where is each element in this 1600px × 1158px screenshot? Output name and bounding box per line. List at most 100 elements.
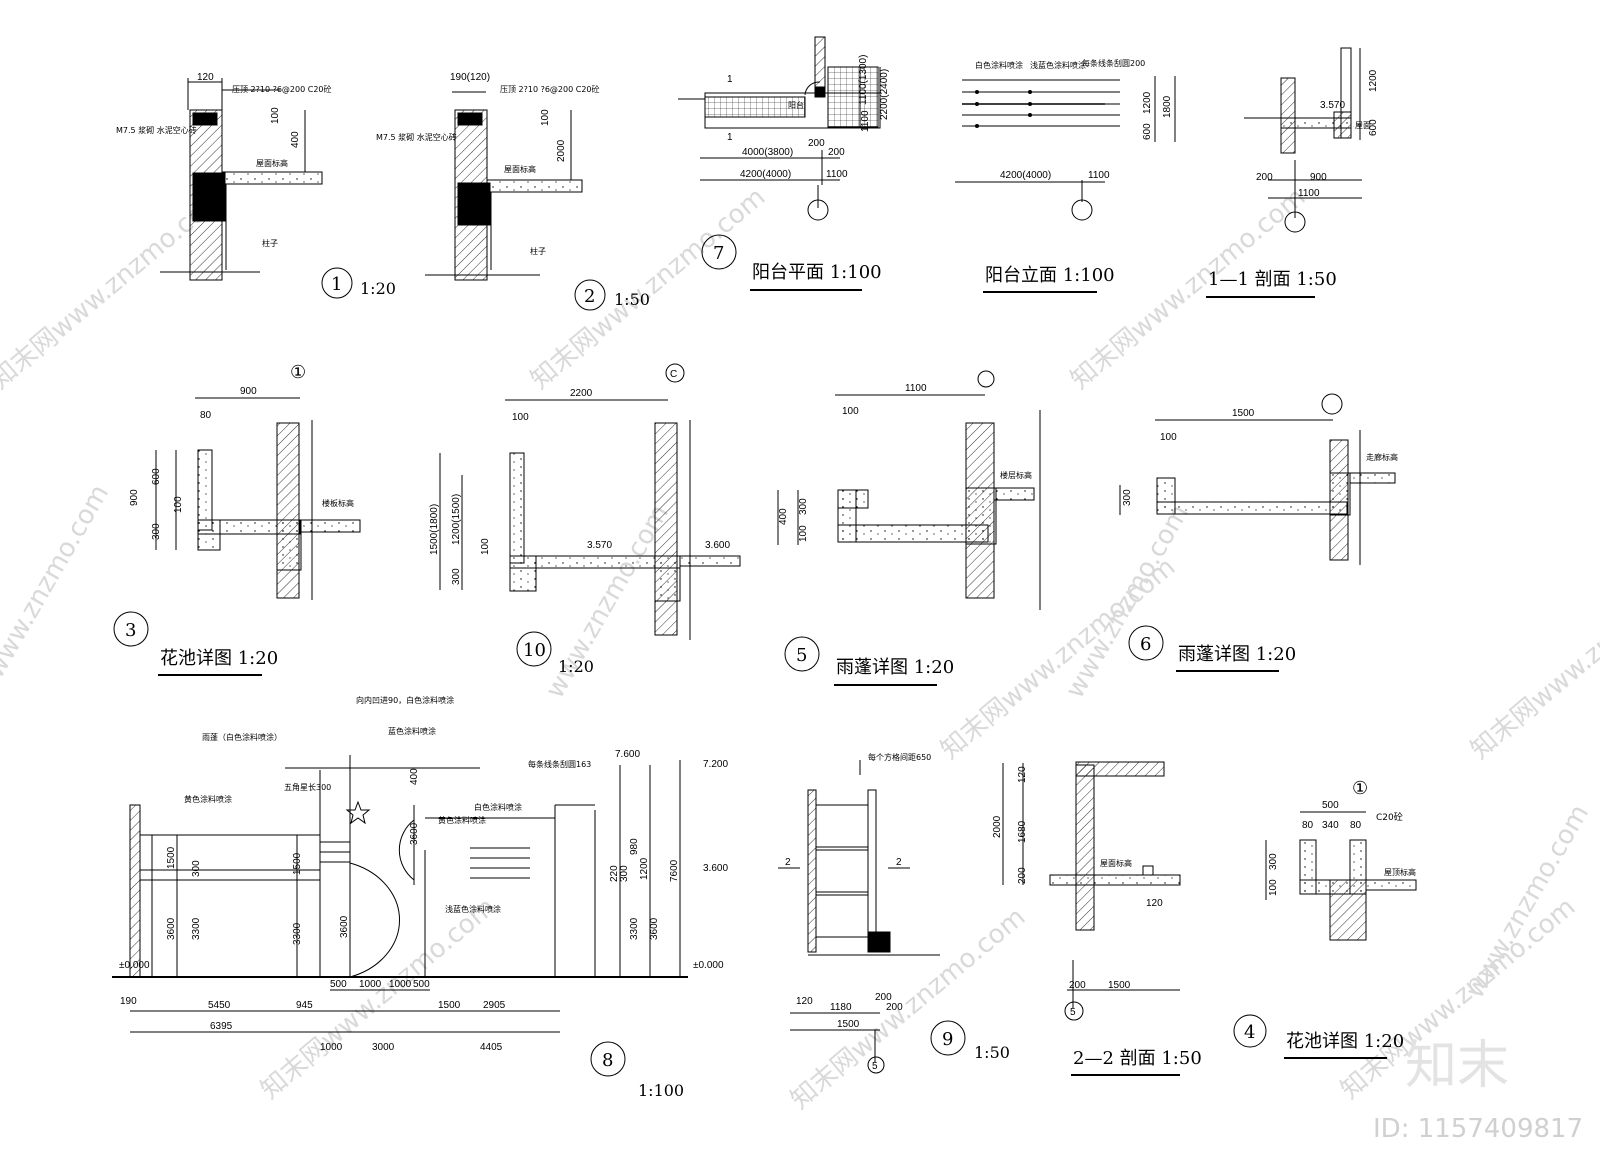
dim-label: 400 (778, 508, 789, 525)
dim-label: 4200(4000) (1000, 170, 1051, 181)
roof-level-label: 屋面标高 (1100, 858, 1132, 868)
watermark: 知末网www.znzmo.com (1465, 552, 1600, 765)
detail-number: 7 (713, 243, 724, 264)
dim-label: 100 (842, 406, 859, 417)
dim-label: 1200 (1142, 91, 1153, 114)
elevation-label: 3.600 (703, 863, 728, 874)
dim-label: 1200(1500) (451, 494, 462, 545)
note-label: M7.5 浆砌 水泥空心砖 (116, 125, 197, 135)
detail-number: 9 (942, 1029, 953, 1050)
detail-8-elevation (112, 755, 688, 1033)
dim-label: 190 (120, 996, 137, 1007)
note-label: 五角星长300 (284, 782, 331, 792)
dim-label: 1200 (1368, 69, 1379, 92)
note-label: 压顶 2?10 ?6@200 C20砼 (232, 84, 332, 94)
dim-label: 1500 (1108, 980, 1131, 991)
detail-number-circle (113, 611, 149, 647)
watermark: www.znzmo.com (1460, 800, 1595, 1004)
detail-number-circle (1233, 1014, 1267, 1048)
elevation-label: 3.600 (705, 540, 730, 551)
dim-label: 600 (1368, 119, 1379, 136)
dim-label: 1500 (837, 1019, 860, 1030)
dim-label: 900 (240, 386, 257, 397)
column-label: 柱子 (530, 246, 546, 256)
dim-label: 3300 (629, 917, 640, 940)
axis-bubble (977, 370, 995, 388)
note-label: 白色涂料喷涂 (474, 802, 522, 812)
dim-label: 200 (1256, 172, 1273, 183)
dim-label: 500 (1322, 800, 1339, 811)
note-label: 黄色涂料喷涂 (184, 794, 232, 804)
dim-label: 1500(1800) (429, 504, 440, 555)
dim-label: 1000 (320, 1042, 343, 1053)
dim-label: 1180 (830, 1002, 852, 1013)
corridor-level-label: 走廊标高 (1366, 452, 1398, 462)
detail-3 (155, 397, 361, 600)
dim-label: 220 (609, 865, 620, 882)
note-label: 白色涂料喷涂 (975, 60, 1023, 70)
dim-label: 340 (1322, 820, 1339, 831)
dim-label: 4000(3800) (742, 147, 793, 158)
axis-bubble (1284, 211, 1306, 233)
elevation-label: 3.570 (587, 540, 612, 551)
section-mark: 2 (785, 857, 791, 868)
dim-label: 100 (270, 107, 281, 124)
dim-label: 1800 (1162, 95, 1173, 118)
dim-label: 500 (413, 979, 430, 990)
detail-4 (1265, 811, 1417, 941)
section-mark: 1 (727, 74, 733, 85)
detail-title: 2—2 剖面 1:50 (1073, 1048, 1202, 1069)
dim-label: 1100 (905, 383, 927, 394)
dim-label: 1100(1300) (858, 55, 869, 105)
dim-label: 4405 (480, 1042, 503, 1053)
reference-number: 5 (1070, 1007, 1076, 1018)
axis-bubble (1071, 199, 1093, 221)
detail-number: 2 (584, 286, 595, 307)
note-label: 蓝色涂料喷涂 (388, 726, 436, 736)
axis-bubble (1321, 393, 1343, 415)
dim-label: 900 (1310, 172, 1327, 183)
balcony-label: 阳台 (788, 100, 804, 110)
watermark: www.znzmo.com (0, 480, 115, 684)
dim-label: 100 (1268, 879, 1279, 896)
section-2-2 (1002, 761, 1181, 1008)
dim-label: 2000 (992, 815, 1003, 838)
dim-label: 300 (151, 523, 162, 540)
elevation-label: ±0.000 (119, 960, 150, 971)
detail-number-circle (701, 234, 737, 270)
detail-scale: 1:50 (974, 1043, 1010, 1062)
detail-1 (160, 78, 323, 281)
dim-label: 120 (1146, 898, 1163, 909)
axis-label: C (670, 369, 677, 380)
detail-2 (425, 91, 583, 281)
dim-label: 1100 (1088, 170, 1110, 181)
elevation-label: ±0.000 (693, 960, 724, 971)
detail-title: 花池详图 1:20 (160, 648, 278, 669)
detail-number: 10 (523, 640, 546, 661)
detail-number-circle (321, 267, 353, 299)
dim-label: 80 (1350, 820, 1362, 831)
dim-label: 300 (1268, 853, 1279, 870)
detail-7-balcony-plan (678, 36, 881, 208)
elevation-label: 7.200 (703, 759, 728, 770)
column-label: 柱子 (262, 238, 278, 248)
roof-level-label: 屋顶标高 (1384, 867, 1416, 877)
dim-label: 100 (173, 496, 184, 513)
detail-number-circle (930, 1020, 966, 1056)
detail-number-circle (590, 1041, 626, 1077)
dim-label: 100 (540, 109, 551, 126)
dim-label: 1680 (1017, 820, 1028, 843)
dim-label: 900 (129, 489, 140, 506)
dim-label: 120 (1017, 766, 1028, 783)
dim-label: 300 (1122, 489, 1133, 506)
dim-label: 100 (1160, 432, 1177, 443)
detail-number-circle (516, 631, 552, 667)
detail-title: 阳台立面 1:100 (985, 265, 1115, 286)
section-mark: 2 (896, 857, 902, 868)
axis-label: ① (290, 362, 306, 383)
roof-level-label: 屋面标高 (256, 158, 288, 168)
dim-label: 300 (191, 860, 202, 877)
roof-level-label: 屋面标高 (504, 164, 536, 174)
detail-title: 花池详图 1:20 (1286, 1031, 1404, 1052)
